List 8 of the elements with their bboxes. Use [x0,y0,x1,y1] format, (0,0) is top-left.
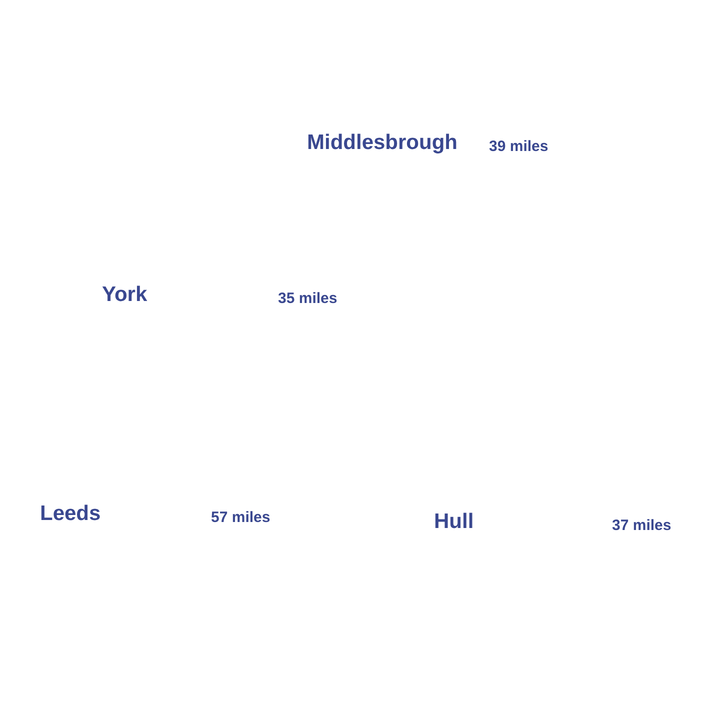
distance-label: 39 miles [489,139,548,154]
city-name: Hull [434,511,474,532]
city-name: Middlesbrough [307,132,458,153]
distance-label: 57 miles [211,510,270,525]
distance-label: 37 miles [612,518,672,533]
city-name: Leeds [40,503,101,524]
distance-label: 35 miles [278,291,338,306]
city-name: York [102,284,148,305]
